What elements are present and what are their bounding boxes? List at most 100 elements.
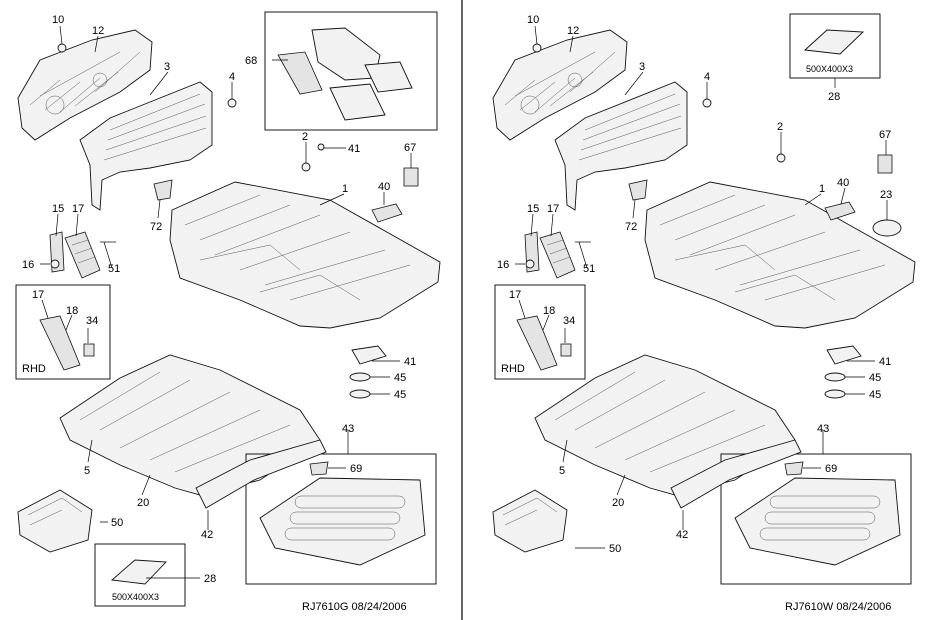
callout-45a: 45 [869, 372, 881, 384]
rear-floor-carpet [534, 354, 796, 496]
sheet-28 [110, 559, 167, 585]
callout-41a: 41 [348, 143, 360, 155]
insulator-40 [371, 203, 403, 223]
drawing-code-right: RJ7610W 08/24/2006 [785, 601, 891, 613]
rhd-foot-rest [39, 315, 81, 371]
rhd-label: RHD [22, 363, 46, 375]
rear-floor-carpet [59, 354, 321, 496]
nut-16 [525, 259, 535, 269]
callout-68: 68 [245, 55, 257, 67]
rhd-inset-box [15, 284, 111, 380]
callout-67: 67 [404, 142, 416, 154]
callout-43: 43 [342, 423, 354, 435]
callout-50: 50 [111, 517, 123, 529]
callout-15: 15 [527, 203, 539, 215]
callout-23: 23 [880, 189, 892, 201]
callout-69: 69 [350, 463, 362, 475]
sheet-size-label: 500X400X3 [806, 64, 853, 74]
callout-43: 43 [817, 423, 829, 435]
callout-20: 20 [137, 497, 149, 509]
callout-16: 16 [22, 259, 34, 271]
rhd-foot-rest [516, 315, 558, 371]
clip-69 [784, 461, 804, 476]
callout-2: 2 [302, 131, 308, 143]
callout-45a: 45 [394, 372, 406, 384]
callout-42: 42 [676, 529, 688, 541]
cargo-mat-box [720, 453, 912, 585]
callout-40: 40 [378, 181, 390, 193]
clip-4 [227, 98, 237, 108]
sill-trim-42 [195, 439, 327, 509]
callout-51: 51 [583, 263, 595, 275]
right-panel: 10 12 3 4 28 2 67 1 40 23 72 15 17 16 51… [492, 13, 916, 613]
rhd-clip [560, 343, 572, 357]
sill-trim-42 [670, 439, 802, 509]
callout-3: 3 [164, 61, 170, 73]
callout-42: 42 [201, 529, 213, 541]
callout-15: 15 [52, 203, 64, 215]
plug-41 [826, 345, 862, 365]
callout-28: 28 [204, 573, 216, 585]
callout-51: 51 [108, 263, 120, 275]
callout-10: 10 [52, 14, 64, 26]
sheet-size-label: 500X400X3 [112, 592, 159, 602]
callout-17: 17 [72, 203, 84, 215]
callout-3: 3 [639, 61, 645, 73]
callout-16: 16 [497, 259, 509, 271]
storage-bin [17, 489, 93, 553]
cargo-mat [734, 477, 901, 566]
callout-20: 20 [612, 497, 624, 509]
clip-41 [317, 143, 325, 151]
cargo-mat-box [245, 453, 437, 585]
drawing-code-left: RJ7610G 08/24/2006 [302, 601, 407, 613]
callout-4: 4 [704, 71, 710, 83]
clip-10 [57, 43, 67, 53]
rhd-callout-17: 17 [32, 289, 44, 301]
rhd-inset-box [494, 284, 586, 380]
callout-2: 2 [777, 121, 783, 133]
sheet-28 [803, 29, 865, 55]
washer-45b [349, 389, 371, 399]
clip-4 [702, 98, 712, 108]
callout-28: 28 [828, 91, 840, 103]
rhd-callout-17: 17 [509, 289, 521, 301]
pad-72 [153, 179, 173, 201]
callout-12: 12 [567, 25, 579, 37]
rhd-callout-34: 34 [563, 315, 575, 327]
rhd-clip [83, 343, 95, 357]
callout-10: 10 [527, 14, 539, 26]
callout-12: 12 [92, 25, 104, 37]
callout-50: 50 [609, 543, 621, 555]
clip-10 [532, 43, 542, 53]
callout-72: 72 [625, 221, 637, 233]
bracket-67 [403, 167, 419, 187]
washer-45a [824, 372, 846, 382]
pad-72 [628, 179, 648, 201]
washer-45b [824, 389, 846, 399]
left-panel: 10 12 3 4 68 2 41 67 1 40 72 15 17 16 51… [15, 11, 441, 613]
rear-mat [364, 61, 413, 93]
foot-rest [64, 231, 101, 279]
callout-41b: 41 [404, 356, 416, 368]
front-floor-carpet [169, 181, 441, 329]
callout-17: 17 [547, 203, 559, 215]
sheet-box [94, 543, 186, 607]
rhd-callout-18: 18 [66, 305, 78, 317]
foot-rest [539, 231, 576, 279]
passenger-mat [329, 83, 386, 121]
storage-bin [492, 489, 568, 553]
bracket-67 [877, 154, 893, 174]
callout-1: 1 [819, 183, 825, 195]
rhd-callout-34: 34 [86, 315, 98, 327]
grommet-2 [301, 162, 311, 172]
callout-41: 41 [879, 356, 891, 368]
callout-40: 40 [837, 177, 849, 189]
callout-5: 5 [559, 465, 565, 477]
callout-45b: 45 [394, 389, 406, 401]
front-floor-carpet [644, 181, 916, 329]
rhd-callout-18: 18 [543, 305, 555, 317]
callout-45b: 45 [869, 389, 881, 401]
clip-69 [309, 461, 329, 476]
grommet-2 [776, 153, 786, 163]
